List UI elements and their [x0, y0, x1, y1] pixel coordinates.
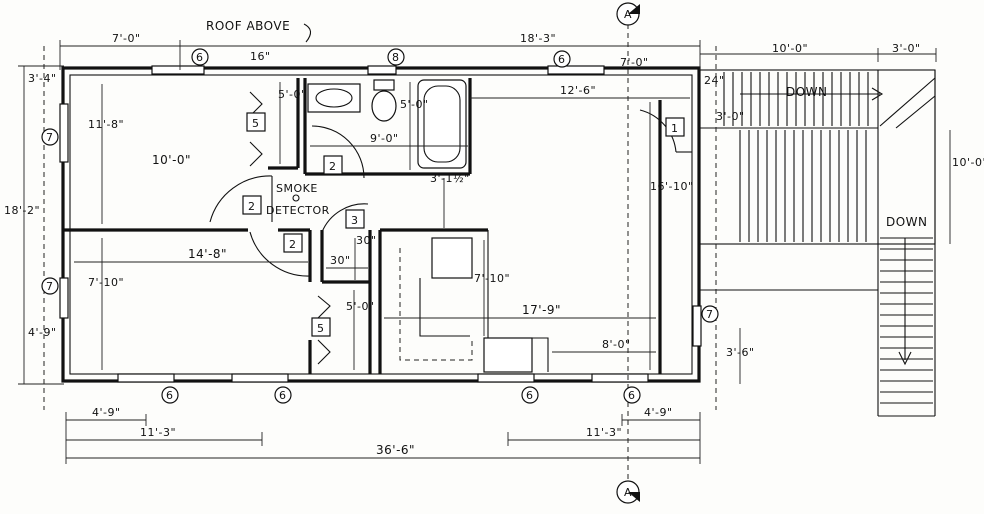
window-tag-6-top-right: 6 — [558, 53, 566, 66]
window-tag-circles — [41, 48, 719, 404]
door-swings — [209, 91, 692, 365]
closet-tag-5-bottom: 5 — [317, 322, 325, 335]
section-markers: A A — [624, 8, 632, 499]
door-tag-boxes — [242, 112, 685, 337]
dim-bottom-11-3-left: 11'-3" — [140, 426, 176, 439]
window-tag-6-top-left: 6 — [196, 51, 204, 64]
dim-deck-10-0: 10'-0" — [772, 42, 808, 55]
stairs-down-upper: DOWN — [786, 85, 828, 99]
dim-living-17-9: 17'-9" — [522, 303, 561, 317]
dim-kitchen-7-10-b: 7'-10" — [474, 272, 510, 285]
section-marker-bottom: A — [624, 486, 632, 499]
door-tag-1: 1 — [671, 122, 679, 135]
dimension-texts: 7'-0" 18'-3" 16" 7'-0" 10'-0" 3'-0" 12'-… — [4, 32, 984, 457]
stairs-down-lower: DOWN — [886, 215, 928, 229]
dimension-lines — [18, 40, 951, 464]
window-tag-6-bottom-2: 6 — [279, 389, 287, 402]
door-tag-2-hall: 2 — [248, 200, 256, 213]
dim-top-left: 7'-0" — [112, 32, 141, 45]
window-tag-6-bottom-4: 6 — [628, 389, 636, 402]
dim-bed1-10-0: 10'-0" — [152, 153, 191, 167]
deck-stairs — [698, 69, 936, 417]
notes: ROOF ABOVE SMOKE DETECTOR DOWN DOWN — [206, 19, 928, 229]
smoke-detector-label-2: DETECTOR — [266, 204, 330, 217]
dim-top-18-3: 18'-3" — [520, 32, 556, 45]
dim-closet-30-b: 30" — [356, 234, 377, 247]
smoke-detector-label: SMOKE — [276, 182, 318, 195]
dim-bed2-14-8: 14'-8" — [188, 247, 227, 261]
dim-top-7-0-right: 7'-0" — [620, 56, 649, 69]
dim-living-16-10: 16'-10" — [650, 180, 694, 193]
bath-fixtures — [307, 79, 467, 169]
dim-left-3-4: 3'-4" — [28, 72, 57, 85]
dim-hall-3-1-2: 3'-1½" — [430, 172, 470, 185]
window-tag-7-right: 7 — [706, 308, 714, 321]
dim-16: 16" — [250, 50, 271, 63]
toilet-tank — [373, 79, 395, 91]
dim-right-3-6: 3'-6" — [726, 346, 755, 359]
dim-bed1-11-8: 11'-8" — [88, 118, 124, 131]
dim-left-4-9: 4'-9" — [28, 326, 57, 339]
dim-hall-12-6: 12'-6" — [560, 84, 596, 97]
dim-bottom-4-9-left: 4'-9" — [92, 406, 121, 419]
dim-3-0: 3'-0" — [716, 110, 745, 123]
section-line — [616, 2, 640, 504]
dim-left-18-2: 18'-2" — [4, 204, 40, 217]
toilet — [371, 90, 397, 122]
range — [431, 237, 473, 279]
dim-stair-10-0: 10'-0" — [952, 156, 984, 169]
dim-bath-9-0: 9'-0" — [370, 132, 399, 145]
interior-walls — [63, 78, 662, 374]
kitchen-fixtures — [399, 230, 549, 373]
window-tag-7-left-top: 7 — [46, 131, 54, 144]
dim-kitchen-7-10-a: 7'-10" — [88, 276, 124, 289]
door-tag-3: 3 — [351, 214, 359, 227]
dim-24: 24" — [704, 74, 725, 87]
refrigerator — [483, 337, 533, 373]
dim-closet-30-a: 30" — [330, 254, 351, 267]
dim-bottom-4-9-right: 4'-9" — [644, 406, 673, 419]
section-marker-top: A — [624, 8, 632, 21]
window-tag-7-left-bottom: 7 — [46, 280, 54, 293]
window-tag-6-bottom-1: 6 — [166, 389, 174, 402]
windows — [59, 65, 702, 383]
window-tags: 6 8 6 7 7 7 6 6 6 6 — [46, 51, 714, 402]
dim-bath-5-0: 5'-0" — [400, 98, 429, 111]
door-tag-2-bed2: 2 — [289, 238, 297, 251]
door-tag-2-bath: 2 — [329, 160, 337, 173]
door-tags: 1 2 2 2 3 5 5 — [248, 117, 679, 335]
dim-closet-5-0-a: 5'-0" — [278, 88, 307, 101]
dim-deck-3-0: 3'-0" — [892, 42, 921, 55]
closet-tag-5-top: 5 — [252, 117, 260, 130]
window-tag-6-bottom-3: 6 — [526, 389, 534, 402]
dim-kitchen-8-0: 8'-0" — [602, 338, 631, 351]
window-tag-8-top: 8 — [392, 51, 400, 64]
dim-bottom-11-3-right: 11'-3" — [586, 426, 622, 439]
dim-bottom-36-6: 36'-6" — [376, 443, 415, 457]
roof-above-note: ROOF ABOVE — [206, 19, 290, 33]
dim-closet-5-0-b: 5'-0" — [346, 300, 375, 313]
